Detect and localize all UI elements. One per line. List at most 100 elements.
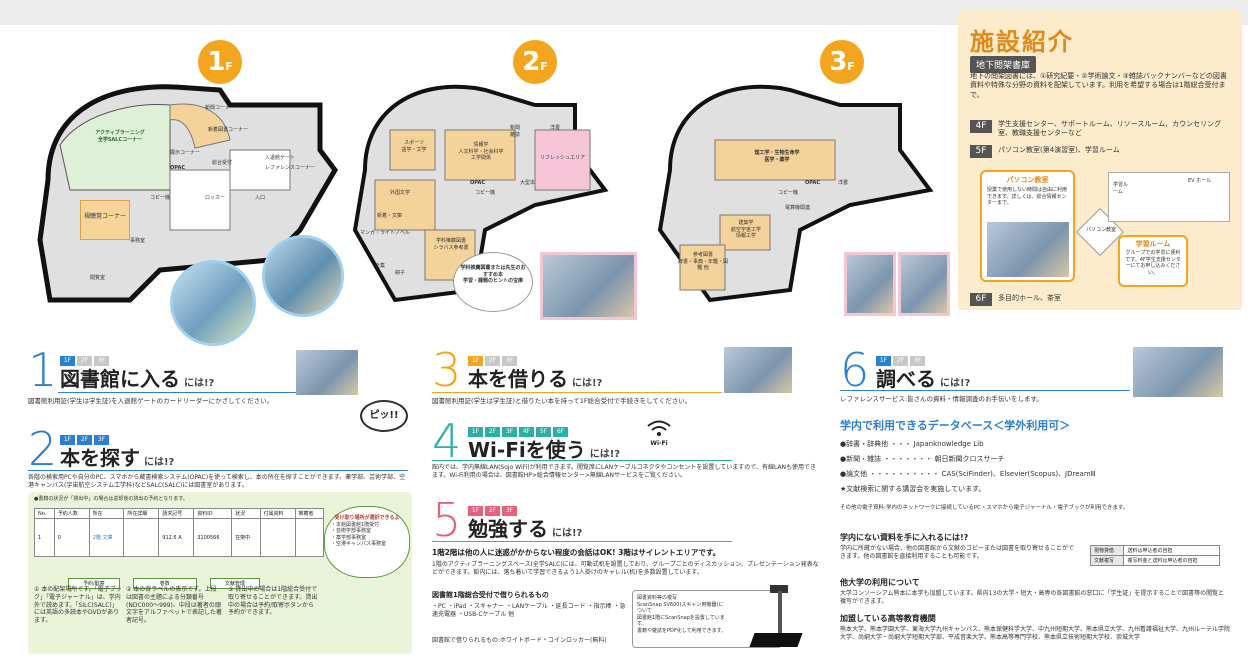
s1-floor-1f: 1F: [60, 356, 75, 366]
pickup-item-1: ・本館図書館1階受付: [331, 521, 380, 528]
reserve-button[interactable]: 予約/取寄: [68, 578, 120, 589]
pickup-item-4: ・空港キャンパス事務室: [331, 541, 387, 547]
floor-2-suffix: F: [540, 60, 548, 73]
s5-title-suffix: には!?: [552, 528, 583, 539]
rent-items: ・PC ・iPad ・スキャナー ・LANケーブル ・延長コード ・指示棒 ・急…: [432, 603, 626, 619]
f1-photo-circle: [170, 260, 256, 346]
member-text: 熊本大学、熊本学園大学、東海大学九州キャンパス、熊本保健科学大学、中九州短期大学…: [840, 626, 1231, 641]
rent-other: 図書館で借りられるもの:ホワイトボード・コインロッカー(無料): [432, 637, 607, 644]
pc-room-card: パソコン教室 授業で使用しない時間は自由に利用できます。詳しくは、総合情報センタ…: [980, 170, 1075, 282]
facility-panel: 施設紹介 地下閲架書庫 地下の閲架図書には、①研究紀要・②学術論文・③雑誌バック…: [958, 10, 1242, 310]
f5-tag: 5F: [970, 145, 992, 158]
td-location[interactable]: 2階 文庫: [88, 518, 125, 557]
f4-text: 学生支援センター、サポートルーム、リソースルーム、カウンセリング室、教職支援セン…: [998, 120, 1222, 138]
section-3-text: 図書館利用証(学生は学生証)と借りたい本を持って1F総合受付で手続きをしてくださ…: [432, 397, 692, 405]
table-row: 文献複写複写料金と送料は申込者の自担: [1089, 555, 1220, 566]
opac-result-table: No. 予約人数 所在 所在詳細 請求記号 資料ID 状況 付属資料 推薦者 1…: [34, 508, 324, 557]
s6-floor-1f: 1F: [876, 356, 891, 366]
s4-floor-3f: 3F: [502, 427, 517, 437]
pip-text: ピッ!!: [369, 410, 399, 421]
s1-title-text: 図書館に入る: [60, 367, 180, 391]
th-reserve: 予約人数: [53, 508, 90, 519]
other-univ-text: 大学コンソーシアム熊本に本学も加盟しています。県内13の大学・短大・高専の各図書…: [840, 590, 1225, 605]
ill-table: 現物貸借送料は申込者の自担 文献複写複写料金と送料は申込者の自担: [1089, 545, 1220, 566]
s3-floor-3f: 3F: [502, 356, 517, 366]
basement-text: 地下の閲架図書には、①研究紀要・②学術論文・③雑誌バックナンバーなどの図書資料や…: [970, 72, 1227, 99]
f6-text: 多目的ホール、茶室: [998, 294, 1061, 302]
s1-title-suffix: には!?: [184, 378, 215, 389]
study-room-map-label: 学習ルーム: [1113, 182, 1129, 195]
s5-title-text: 勉強する: [468, 517, 548, 541]
floor-3-suffix: F: [847, 60, 855, 73]
f3-yoshi-label: 洋書: [838, 180, 849, 186]
floor-3-outline: [657, 84, 934, 303]
section-1-number: 1: [28, 343, 58, 397]
s5-floor-2f: 2F: [485, 506, 500, 516]
s2-floor-3f: 3F: [94, 435, 109, 445]
s2-title-suffix: には!?: [144, 457, 175, 468]
th-location: 所在: [88, 508, 125, 519]
wifi-label: Wi-Fi: [650, 440, 668, 447]
td-location-detail: [123, 518, 160, 557]
pc-room-floor-label: パソコン教室: [1085, 227, 1116, 233]
other-univ-title: 他大学の利用について: [840, 578, 920, 587]
table-row: 現物貸借送料は申込者の自担: [1089, 545, 1220, 556]
opac-note-1: ① 本の配架場所です。「電子ブック」「電子ジャーナル」は、学内外で読めます。「S…: [34, 586, 122, 625]
s4-floor-1f: 1F: [468, 427, 483, 437]
section-1-photo: [296, 350, 358, 395]
db-item-1: ●辞書・辞典他 ・・・ Japanknowledge Lib: [840, 440, 984, 448]
f2-reco-label: 学科推薦図書 シラバス参考書: [433, 238, 469, 251]
th-no: No.: [34, 508, 55, 519]
f1-opac-label: OPAC: [170, 165, 185, 171]
db-item-3: ●論文他 ・・・・・・・・・・ CAS(SciFinder)、Elsevier(…: [840, 470, 1096, 478]
section-2-rule: [28, 470, 408, 471]
f3-nook-label: 電算機関連: [785, 205, 811, 211]
section-2-sub: ●書籍の状況が「貸出中」の場合は返却後の貸出の予約となります。: [34, 496, 188, 502]
f2-yoshi-label: 洋書: [550, 125, 561, 131]
pickup-item-3: ・薬学部事務室: [331, 534, 367, 541]
f1-av-corner: 視聴覚コーナー: [80, 200, 130, 240]
f2-hint-bubble: 学科推薦図書または先生のおすすめ本 学習・課題のヒントの宝庫: [453, 252, 533, 312]
s3-title-text: 本を借りる: [468, 367, 568, 391]
f2-zenshu-label: 全集: [375, 263, 386, 269]
floor-1-suffix: F: [225, 60, 233, 73]
f1-office-label: 事務室: [130, 238, 146, 244]
section-1-title: 図書館に入るには!?: [60, 363, 214, 392]
f1-gate-label: 入退館ゲート: [265, 155, 296, 161]
opac-note-2: ② 本の背ラベルの表示です。上段は図書の主題による分類番号(NDC000～999…: [126, 586, 222, 625]
s4-floor-5f: 5F: [536, 427, 551, 437]
f2-social-label: 情報学 人文科学・社会科学 工学関係: [458, 142, 504, 161]
scansnap-text: 図書資料等の複写 ScanSnap SV600(スキャン用機器)について 図書館…: [637, 595, 727, 634]
pip-bubble: ピッ!!: [360, 400, 408, 432]
th-attach: 付属資料: [259, 508, 296, 519]
td-callno: 912.6 A: [158, 518, 195, 557]
s4-floor-4f: 4F: [519, 427, 534, 437]
s4-floor-6f: 6F: [553, 427, 568, 437]
manage-button[interactable]: 文献管理: [209, 578, 260, 589]
scanner-head: [770, 585, 788, 593]
opac-note-3: ③ 貸出中の場合は1階総合受付で取り寄せることができます。貸出中の場合は予約/取…: [228, 586, 318, 617]
section-3-rule: [432, 392, 722, 393]
section-6-number: 6: [840, 343, 870, 397]
f3-copy-label: コピー機: [778, 190, 799, 196]
s4-title-suffix: には!?: [589, 449, 621, 460]
section-6-text: レファレンスサービス:皆さんの資料・情報調査のお手伝いをします。: [840, 395, 1043, 403]
ill-title: 学内にない資料を手に入れるには!?: [840, 533, 969, 542]
s1-floor-3f: 3F: [94, 356, 109, 366]
f1-ref-label: レファレンスコーナー: [265, 165, 315, 171]
s6-title-suffix: には!?: [940, 378, 971, 389]
th-recommend: 推薦者: [294, 508, 324, 519]
volume-select[interactable]: 巻数: [132, 578, 197, 589]
remote-text: その他の電子資料:学内のネットワークに接続しているPC・スマホから電子ジャーナル…: [840, 505, 1129, 511]
s4-title-text: Wi-Fiを使う: [468, 438, 586, 462]
pickup-bubble: 受け取り場所が選択できるよ ・本館図書館1階受付 ・芸術学部事務室 ・薬学部事務…: [324, 506, 410, 578]
s4-floor-2f: 2F: [485, 427, 500, 437]
f1-counter-label: 総合受付: [212, 160, 233, 166]
